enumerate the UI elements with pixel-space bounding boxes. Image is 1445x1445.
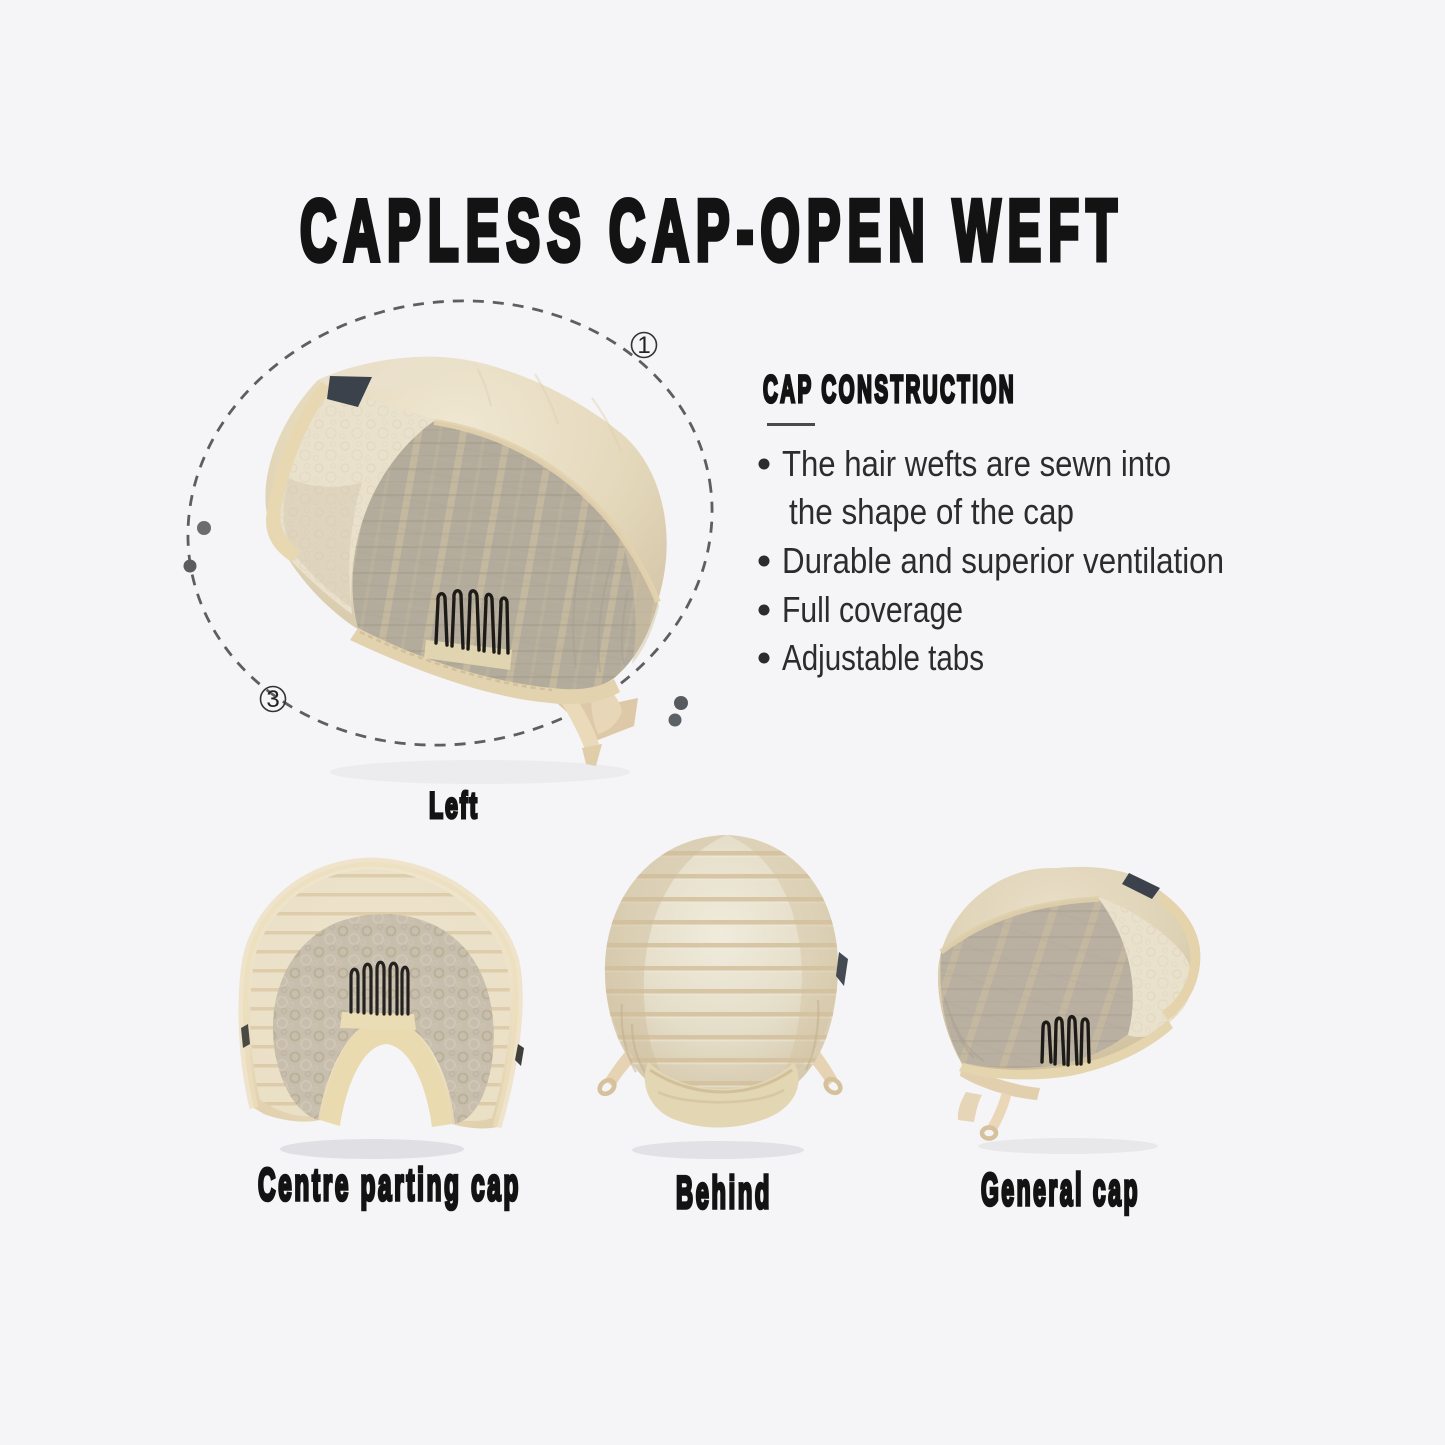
svg-text:General cap: General cap [981,1164,1140,1215]
svg-text:Durable and superior ventilati: Durable and superior ventilation [782,540,1224,581]
svg-text:Adjustable tabs: Adjustable tabs [782,637,984,678]
svg-text:The hair wefts are sewn into: The hair wefts are sewn into [782,443,1171,484]
svg-text:CAP CONSTRUCTION: CAP CONSTRUCTION [763,369,1016,411]
svg-text:1: 1 [637,332,650,359]
svg-text:Behind: Behind [676,1167,772,1218]
svg-text:the shape of the cap: the shape of the cap [789,491,1074,532]
svg-text:3: 3 [266,686,279,713]
svg-text:Centre parting cap: Centre parting cap [258,1159,521,1210]
svg-text:CAPLESS CAP-OPEN WEFT: CAPLESS CAP-OPEN WEFT [300,183,1124,279]
svg-text:Full coverage: Full coverage [782,589,963,630]
svg-text:Left: Left [429,785,479,826]
